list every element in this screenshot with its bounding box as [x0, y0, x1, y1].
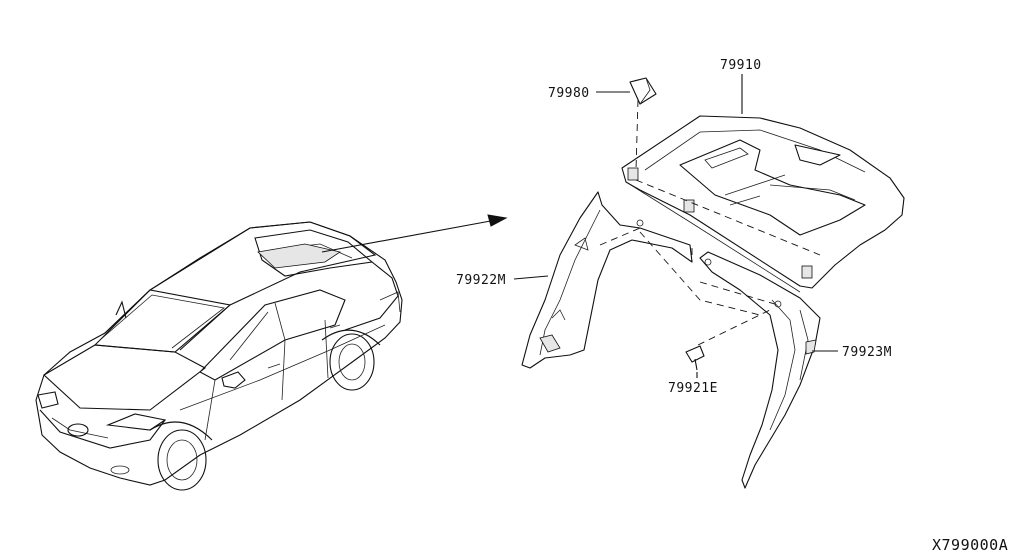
assembly-lines [599, 99, 821, 346]
label-79921E: 79921E [668, 381, 718, 396]
car-illustration [35, 221, 403, 491]
label-79980: 79980 [548, 86, 590, 101]
parcel-shelf-79910 [621, 115, 905, 293]
leader-lines [513, 74, 838, 378]
label-79922M: 79922M [456, 273, 506, 288]
label-79910: 79910 [720, 58, 762, 73]
label-79923M: 79923M [842, 345, 892, 360]
clip-79980 [629, 77, 657, 105]
side-finisher-79922M [521, 191, 693, 369]
clip-79921E [685, 345, 705, 371]
reference-arrow [321, 214, 508, 253]
diagram-reference: X799000A [932, 536, 1008, 554]
